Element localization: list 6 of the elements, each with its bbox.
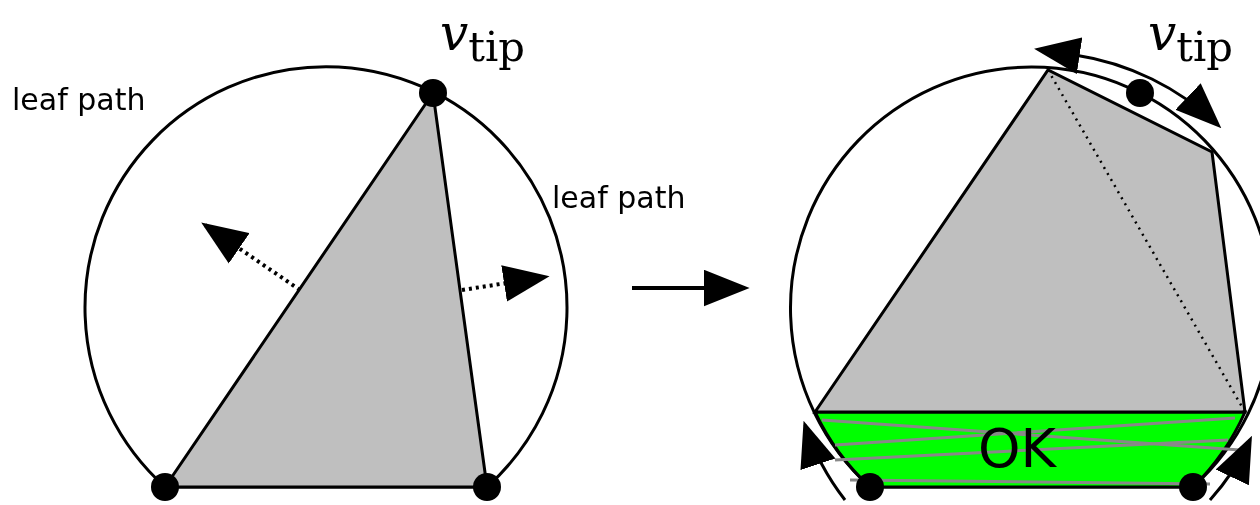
band-label: OK [978, 422, 1056, 476]
arrow [632, 269, 750, 307]
vertex-label: v$_{tip}$ [1148, 8, 1233, 68]
path-label: leaf path [12, 85, 146, 115]
vertex-label: v$_{tip}$ [440, 8, 525, 68]
path-label: leaf path [552, 183, 686, 213]
